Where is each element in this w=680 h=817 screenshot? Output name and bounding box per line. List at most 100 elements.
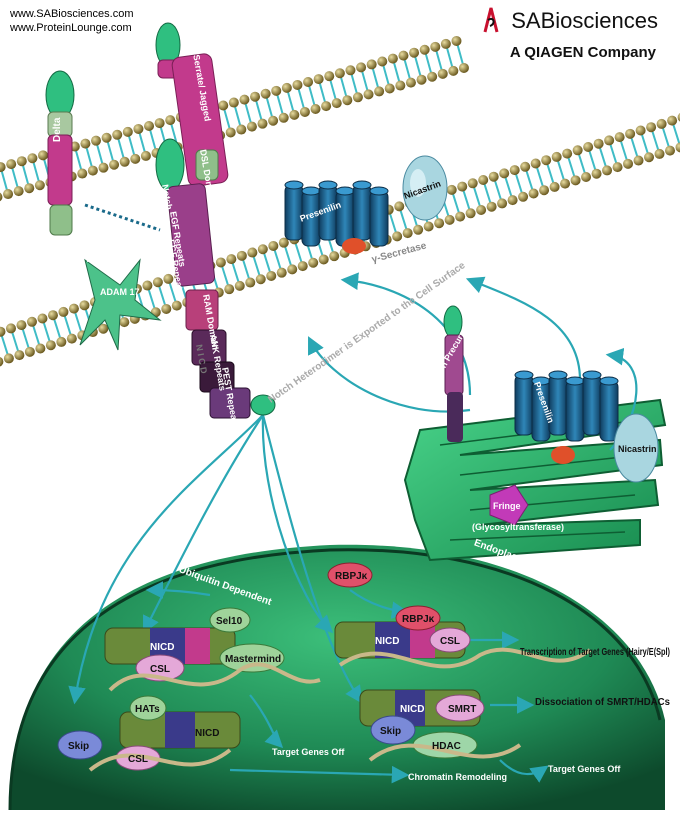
sabiosciences-logo-icon <box>483 7 499 33</box>
lipid-head <box>35 343 46 354</box>
complex-hats <box>57 695 241 772</box>
lipid-head <box>34 180 45 191</box>
pathway-arrow-6 <box>340 272 472 396</box>
lipid-head <box>292 79 303 90</box>
complex-rbpjk <box>327 562 592 669</box>
label-target-off-2: Target Genes Off <box>548 764 621 774</box>
lipid-tail <box>483 183 492 204</box>
lipid-head <box>313 74 324 85</box>
lipid-head <box>572 145 583 156</box>
lipid-tail <box>493 180 502 200</box>
lipid-head <box>458 62 469 73</box>
lipid-head <box>260 88 271 99</box>
lipid-tail <box>318 82 327 103</box>
lipid-head <box>444 214 455 225</box>
pathway-arrow-10 <box>145 581 211 599</box>
lipid-head <box>387 53 398 64</box>
lipid-head <box>215 257 226 268</box>
lipid-head <box>45 340 56 351</box>
lipid-head <box>268 115 279 126</box>
gamma-secretase-subunit <box>342 238 366 254</box>
label-csl-a: CSL <box>150 664 170 675</box>
lipid-tail <box>577 153 586 174</box>
pathway-arrow-3 <box>261 414 334 634</box>
lipid-head <box>583 142 594 153</box>
lipid-tail <box>53 318 62 339</box>
url-sabiosciences[interactable]: www.SABiosciences.com <box>10 8 134 20</box>
presenilin-helix-top <box>369 186 389 196</box>
lipid-head <box>278 237 289 248</box>
lipid-head <box>0 192 3 202</box>
lipid-head <box>0 326 6 337</box>
label-hats: HATs <box>135 704 160 715</box>
lipid-tail <box>556 160 565 181</box>
lipid-head <box>24 346 35 357</box>
lipid-head <box>413 224 424 235</box>
lipid-head <box>299 106 310 117</box>
lipid-head <box>398 50 409 61</box>
pathway-arrow-14 <box>229 765 410 784</box>
lipid-head <box>228 97 239 108</box>
lipid-head <box>101 132 112 143</box>
presenilin-helix <box>284 184 304 241</box>
lipid-head <box>440 38 451 49</box>
lipid-head <box>352 92 363 103</box>
lipid-head <box>551 151 562 162</box>
lipid-head <box>226 254 237 265</box>
lipid-head <box>268 240 279 251</box>
label-rbpjk-free: RBPJκ <box>335 571 368 582</box>
label-fringe: Fringe <box>493 501 521 511</box>
presenilin-helix-top <box>565 376 585 386</box>
lipid-tail <box>255 100 263 121</box>
lipid-head <box>236 250 247 261</box>
presenilin-helix <box>548 374 568 436</box>
lipid-head <box>667 115 678 126</box>
lipid-head <box>218 100 229 111</box>
lipid-tail <box>170 123 178 144</box>
lipid-tail <box>242 259 251 280</box>
label-skip-d: Skip <box>380 726 401 737</box>
lipid-tail <box>640 134 649 154</box>
lipid-head <box>66 333 77 344</box>
lipid-tail <box>32 325 41 346</box>
company-name: A QIAGEN Company <box>509 44 656 61</box>
lipid-head <box>541 155 552 166</box>
pathway-arrow-7 <box>465 276 582 381</box>
lipid-tail <box>168 282 177 303</box>
lipid-head <box>437 68 448 79</box>
label-glycosyltransferase: (Glycosyltransferase) <box>472 522 564 532</box>
plasma-membranes <box>0 35 680 367</box>
lipid-head <box>329 251 340 262</box>
lipid-head <box>614 132 625 143</box>
lipid-head <box>612 162 623 173</box>
lipid-head <box>570 175 581 186</box>
lipid-head <box>530 158 541 169</box>
lipid-head <box>635 125 646 136</box>
lipid-head <box>478 174 489 185</box>
label-delta: Delta <box>52 117 63 142</box>
lipid-head <box>363 89 374 100</box>
presenilin-complex-er <box>514 370 619 442</box>
lipid-head <box>366 59 377 70</box>
lipid-head <box>3 353 14 364</box>
url-proteinlounge[interactable]: www.ProteinLounge.com <box>10 22 132 34</box>
lipid-head <box>520 161 531 172</box>
pathway-arrow-2 <box>143 414 264 634</box>
label-nicd-a: NICD <box>150 642 174 653</box>
label-csl-c: CSL <box>128 754 148 765</box>
lipid-head <box>497 198 508 209</box>
lipid-tail <box>276 94 284 115</box>
lipid-head <box>0 162 6 173</box>
brand-name: SABiosciences <box>511 8 658 33</box>
lipid-tail <box>11 331 20 352</box>
lipid-tail <box>297 88 305 109</box>
lipid-head <box>467 178 478 189</box>
er-gamma-subunit <box>551 446 575 464</box>
lipid-head <box>405 77 416 88</box>
lipid-head <box>87 165 98 176</box>
presenilin-complex-top <box>284 180 389 247</box>
label-target-off-1: Target Genes Off <box>272 747 345 757</box>
lipid-head <box>250 91 261 102</box>
lipid-head <box>528 188 539 199</box>
lipid-head <box>142 280 153 291</box>
